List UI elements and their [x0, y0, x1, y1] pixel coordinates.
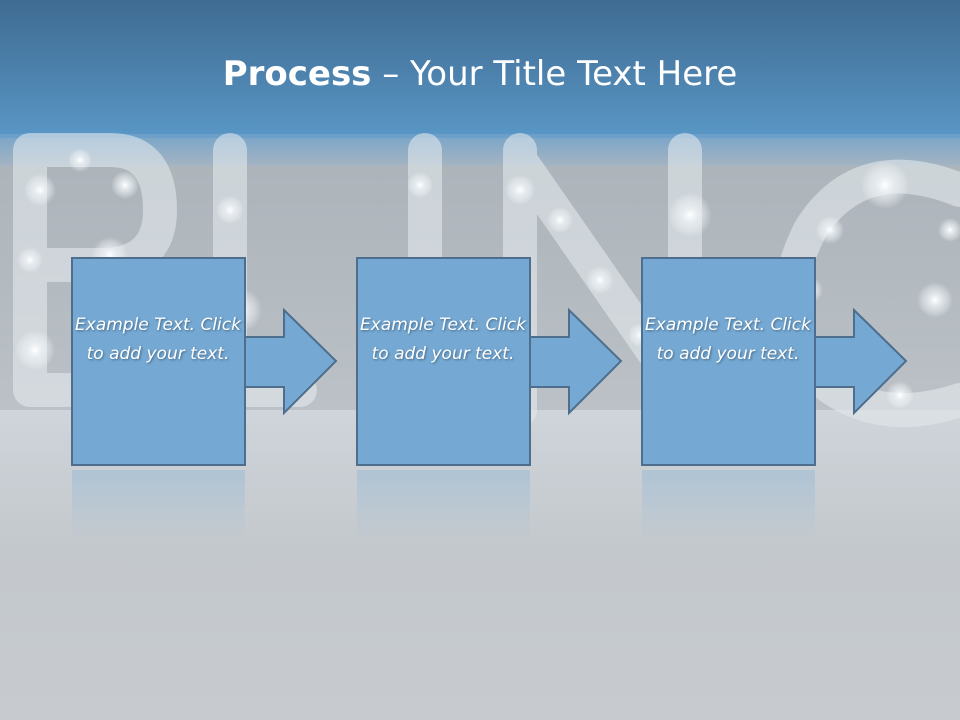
process-step-2[interactable] [356, 257, 623, 466]
arrow-right-icon [237, 307, 338, 416]
title-banner [0, 0, 960, 138]
title-bold: Process [222, 54, 372, 94]
step-1-text[interactable]: Example Text. Click to add your text. [75, 315, 241, 364]
title-rest: – Your Title Text Here [371, 54, 738, 94]
arrow-right-icon [522, 307, 623, 416]
process-step-1[interactable] [71, 257, 338, 466]
step-3-text[interactable]: Example Text. Click to add your text. [645, 315, 811, 364]
slide-title[interactable]: Process – Your Title Text Here [0, 52, 960, 96]
step-2-box [356, 257, 531, 466]
step-1-box [71, 257, 246, 466]
arrow-right-icon [807, 307, 908, 416]
step-2-text[interactable]: Example Text. Click to add your text. [360, 315, 526, 364]
process-step-3[interactable] [641, 257, 908, 466]
step-3-box [641, 257, 816, 466]
